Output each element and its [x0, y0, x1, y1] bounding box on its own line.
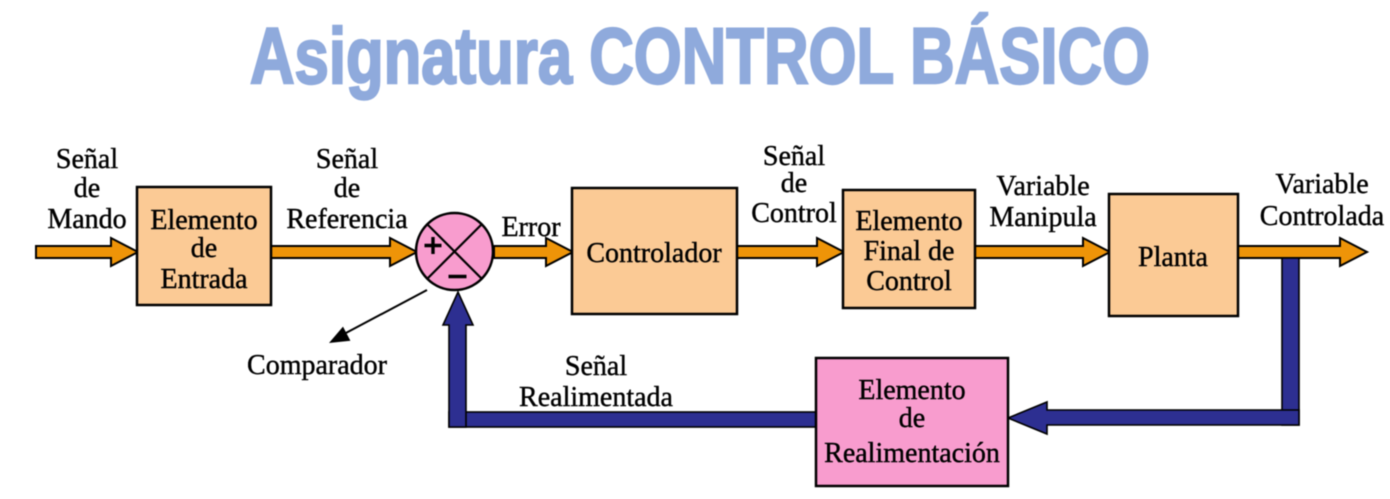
svg-text:Variable: Variable — [1275, 169, 1368, 200]
svg-text:Comparador: Comparador — [247, 350, 388, 381]
svg-text:Señal: Señal — [56, 144, 118, 175]
svg-text:Asignatura CONTROL BÁSICO: Asignatura CONTROL BÁSICO — [250, 11, 1150, 100]
svg-text:Elemento: Elemento — [858, 375, 965, 406]
svg-text:Manipula: Manipula — [989, 202, 1097, 233]
svg-text:de: de — [334, 173, 360, 204]
svg-text:Entrada: Entrada — [160, 264, 248, 295]
svg-text:de: de — [781, 168, 807, 199]
svg-text:Elemento: Elemento — [855, 206, 962, 237]
svg-text:de: de — [191, 233, 217, 264]
svg-text:Señal: Señal — [565, 351, 627, 382]
svg-text:Realimentada: Realimentada — [519, 382, 674, 413]
svg-text:Realimentación: Realimentación — [824, 438, 1000, 469]
svg-text:de: de — [74, 173, 100, 204]
svg-text:Error: Error — [501, 212, 561, 243]
svg-text:Controlador: Controlador — [586, 238, 722, 269]
svg-text:Control: Control — [866, 266, 952, 297]
svg-text:Mando: Mando — [47, 204, 126, 235]
svg-text:Señal: Señal — [316, 144, 378, 175]
svg-text:Elemento: Elemento — [150, 205, 257, 236]
svg-text:Final de: Final de — [864, 236, 955, 267]
svg-text:de: de — [899, 403, 925, 434]
svg-text:Control: Control — [751, 198, 837, 229]
svg-text:Señal: Señal — [763, 141, 825, 172]
svg-text:Referencia: Referencia — [286, 204, 408, 235]
svg-text:Variable: Variable — [996, 171, 1089, 202]
svg-text:Planta: Planta — [1138, 242, 1209, 273]
svg-text:Controlada: Controlada — [1260, 201, 1385, 232]
